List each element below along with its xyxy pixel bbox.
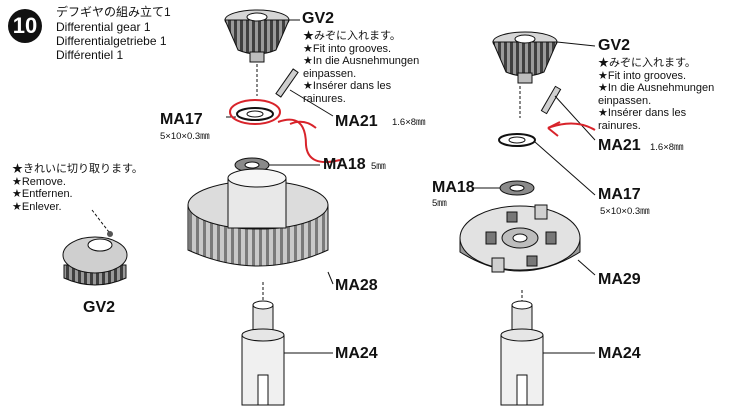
- left-ma17-size: 5×10×0.3㎜: [160, 131, 210, 142]
- title-en: Differential gear 1: [56, 20, 151, 34]
- right-gv2-bevel-gear: [492, 31, 558, 84]
- step-number-badge: 10: [8, 9, 42, 43]
- cut-note: ★きれいに切り取ります。 ★Remove. ★Entfernen. ★Enlev…: [12, 163, 143, 213]
- right-red-annotation: [547, 121, 596, 137]
- right-ma29-housing: [459, 204, 581, 273]
- right-ma21-pin: [540, 85, 562, 115]
- left-ma18-size: 5㎜: [371, 161, 386, 172]
- left-ma28-spur-gear: [187, 168, 329, 267]
- sprue-gv2-label: GV2: [83, 299, 116, 316]
- left-ma17-label: MA17: [160, 111, 203, 128]
- left-ma17-washer: [236, 107, 274, 121]
- right-ma18-size: 5㎜: [432, 198, 447, 209]
- left-ma21-pin: [275, 68, 299, 98]
- right-ma17-washer: [498, 133, 536, 147]
- left-ma18-label: MA18: [323, 156, 366, 173]
- right-ma29-label: MA29: [598, 271, 641, 288]
- right-ma17-label: MA17: [598, 186, 641, 203]
- left-gv2-bevel-gear: [224, 9, 290, 63]
- sprue-gv2-gear: [62, 209, 128, 286]
- title-ja: デフギヤの組み立て1: [56, 5, 171, 19]
- left-red-annotation: [229, 99, 341, 164]
- left-ma24-label: MA24: [335, 345, 378, 362]
- left-ma24-outdrive: [241, 300, 285, 406]
- left-ma21-label: MA21: [335, 113, 378, 130]
- left-ma21-size: 1.6×8㎜: [392, 117, 426, 128]
- right-gv2-label: GV2: [598, 37, 631, 54]
- title-de: Differentialgetriebe 1: [56, 34, 167, 48]
- left-ma28-label: MA28: [335, 277, 378, 294]
- right-ma21-label: MA21: [598, 137, 641, 154]
- title-fr: Différentiel 1: [56, 48, 124, 62]
- right-ma24-outdrive: [500, 300, 544, 406]
- right-gv2-notes: ★みぞに入れます。 ★Fit into grooves. ★In die Aus…: [598, 57, 715, 132]
- right-ma18-washer: [499, 180, 535, 196]
- right-ma18-label: MA18: [432, 179, 475, 196]
- left-gv2-notes: ★みぞに入れます。 ★Fit into grooves. ★In die Aus…: [303, 30, 420, 105]
- right-ma24-label: MA24: [598, 345, 641, 362]
- right-ma21-size: 1.6×8㎜: [650, 142, 684, 153]
- right-ma17-size: 5×10×0.3㎜: [600, 206, 650, 217]
- left-leader-lines: [226, 19, 334, 354]
- right-leader-lines: [472, 41, 596, 354]
- left-gv2-label: GV2: [302, 10, 335, 27]
